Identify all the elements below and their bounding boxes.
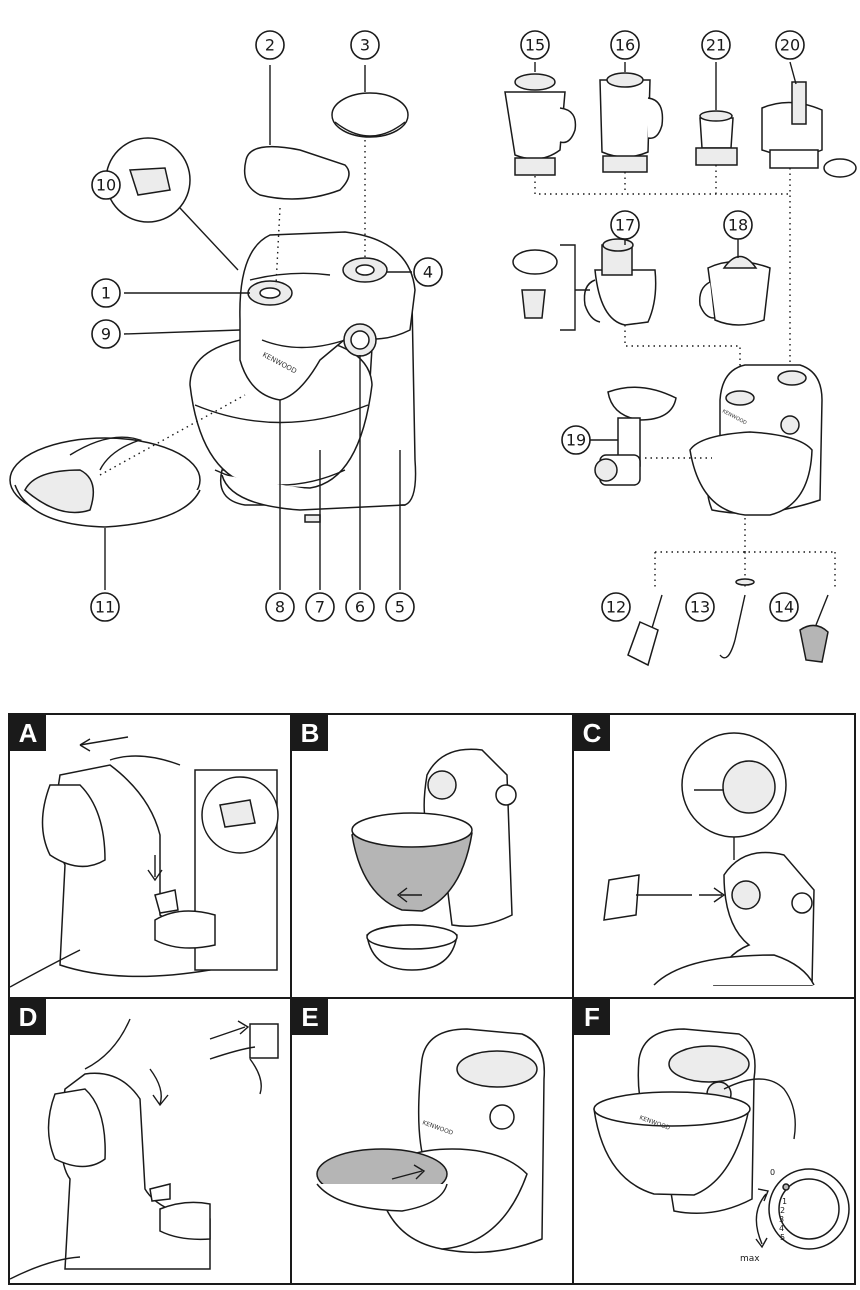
food-processor-attachment-20 [761, 81, 857, 178]
speed-mark-4: 4 [779, 1224, 784, 1233]
step-panel-d: D [10, 999, 292, 1283]
svg-text:13: 13 [690, 598, 710, 617]
speed-mark-5: 5 [780, 1233, 785, 1242]
callout-1: 1 [91, 278, 121, 308]
callout-18: 18 [723, 210, 753, 240]
svg-text:7: 7 [315, 598, 325, 617]
step-b-illustration [351, 748, 517, 971]
callout-7: 7 [305, 592, 335, 622]
detail-magnifier-10 [105, 137, 239, 271]
step-label-b: B [292, 715, 328, 751]
callout-6: 6 [345, 592, 375, 622]
callout-2: 2 [255, 30, 285, 60]
callout-3: 3 [350, 30, 380, 60]
svg-text:5: 5 [395, 598, 405, 617]
step-c-illustration [603, 732, 815, 986]
callout-16: 16 [610, 30, 640, 60]
citrus-juicer-attachment-18 [698, 255, 771, 326]
svg-text:4: 4 [423, 263, 433, 282]
step-a-illustration [10, 736, 279, 988]
callout-9: 9 [91, 319, 121, 349]
k-beater-tool-12 [627, 594, 663, 667]
callout-13: 13 [685, 592, 715, 622]
step-d-illustration [10, 1018, 279, 1280]
stand-mixer-illustration: KENWOOD [189, 231, 417, 523]
svg-text:10: 10 [96, 176, 116, 195]
svg-text:12: 12 [606, 598, 626, 617]
svg-text:17: 17 [615, 216, 635, 235]
speed-max-label: max [740, 1254, 760, 1264]
svg-text:18: 18 [728, 216, 748, 235]
callout-11: 11 [90, 592, 120, 622]
svg-text:8: 8 [275, 598, 285, 617]
svg-text:1: 1 [101, 284, 111, 303]
callout-19: 19 [561, 425, 591, 455]
callout-5: 5 [385, 592, 415, 622]
step-panel-b: B [292, 715, 574, 999]
svg-text:9: 9 [101, 325, 111, 344]
svg-text:21: 21 [706, 36, 726, 55]
svg-text:16: 16 [615, 36, 635, 55]
svg-text:2: 2 [265, 36, 275, 55]
step-f-illustration: KENWOOD 0 1 2 3 4 5 max [593, 1028, 850, 1264]
outlet-cover-3 [331, 92, 409, 138]
speed-dial-detail: 0 1 2 3 4 5 max [740, 1168, 850, 1264]
step-grid: A B C [8, 713, 856, 1285]
parts-overview-diagram: KENWOOD [9, 30, 857, 667]
multi-mill-attachment-16 [599, 72, 664, 173]
step-label-d: D [10, 999, 46, 1035]
svg-text:20: 20 [780, 36, 800, 55]
mixer-with-attachments-illustration: KENWOOD [689, 364, 823, 516]
callout-21: 21 [701, 30, 731, 60]
svg-text:6: 6 [355, 598, 365, 617]
splash-guard-illustration [9, 436, 201, 528]
callout-4: 4 [413, 257, 443, 287]
whisk-tool-14 [799, 594, 829, 663]
dough-hook-tool-13 [719, 578, 755, 659]
speed-mark-1: 1 [782, 1197, 787, 1206]
blender-attachment-15 [504, 73, 577, 176]
food-processor-attachment-17 [512, 238, 657, 331]
callout-10: 10 [91, 170, 121, 200]
step-label-e: E [292, 999, 328, 1035]
callout-12: 12 [601, 592, 631, 622]
callout-17: 17 [610, 210, 640, 240]
callout-14: 14 [769, 592, 799, 622]
svg-text:19: 19 [566, 431, 586, 450]
mini-chopper-attachment-21 [695, 110, 738, 166]
callout-15: 15 [520, 30, 550, 60]
svg-text:15: 15 [525, 36, 545, 55]
svg-text:11: 11 [95, 598, 115, 617]
step-label-c: C [574, 715, 610, 751]
callout-20: 20 [775, 30, 805, 60]
speed-mark-3: 3 [779, 1215, 784, 1224]
step-label-a: A [10, 715, 46, 751]
speed-mark-2: 2 [780, 1206, 785, 1215]
speed-mark-0: 0 [770, 1168, 775, 1177]
step-panel-a: A [10, 715, 292, 999]
step-panel-f: F KENWOOD 0 1 2 3 4 5 max [574, 999, 856, 1283]
outlet-cover-2 [243, 145, 350, 200]
meat-grinder-attachment-19 [594, 386, 677, 486]
callout-8: 8 [265, 592, 295, 622]
svg-text:3: 3 [360, 36, 370, 55]
step-panel-c: C [574, 715, 856, 999]
svg-text:14: 14 [774, 598, 794, 617]
step-e-illustration: KENWOOD [316, 1028, 546, 1254]
step-label-f: F [574, 999, 610, 1035]
step-panel-e: E KENWOOD [292, 999, 574, 1283]
